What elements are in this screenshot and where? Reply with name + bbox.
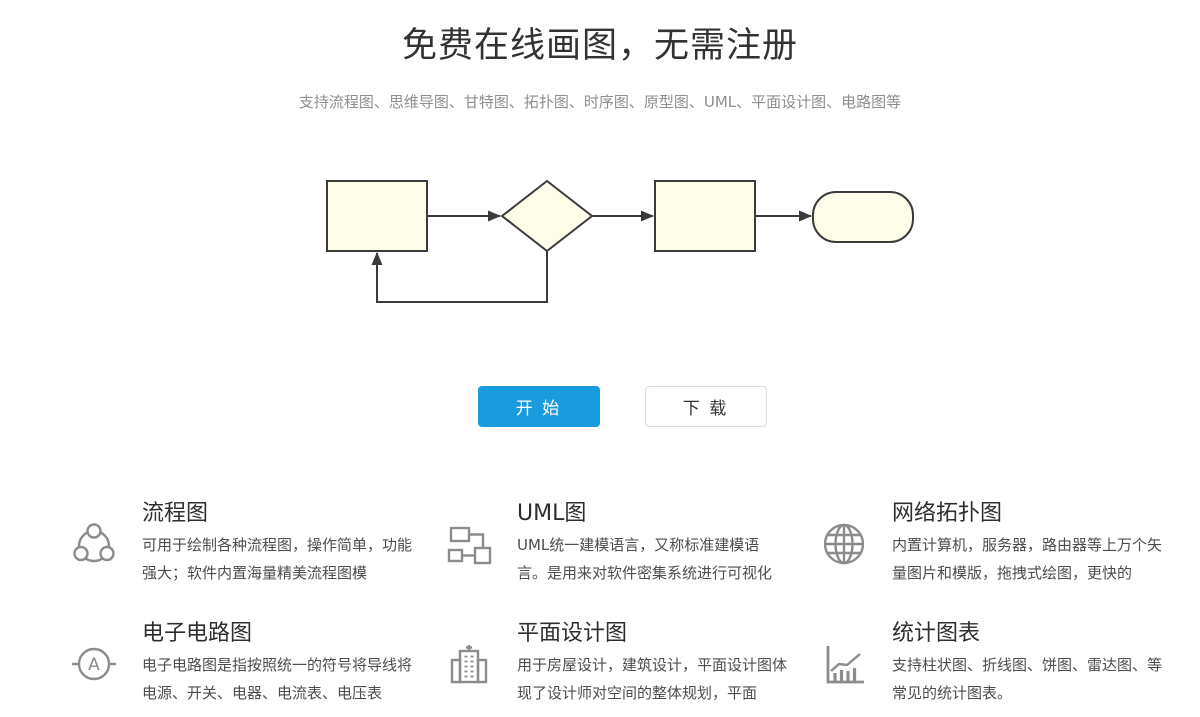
- ammeter-icon: A: [68, 638, 120, 690]
- share-nodes-icon: [68, 518, 120, 570]
- feature-description: 用于房屋设计，建筑设计，平面设计图体现了设计师对空间的整体规划，平面: [517, 656, 788, 702]
- feature-flowchart: 流程图 可用于绘制各种流程图，操作简单，功能强大；软件内置海量精美流程图模: [58, 501, 433, 587]
- feature-description: 可用于绘制各种流程图，操作简单，功能强大；软件内置海量精美流程图模: [142, 536, 413, 582]
- process-node-1: [326, 180, 428, 252]
- feature-network-topology: 网络拓扑图 内置计算机，服务器，路由器等上万个矢量图片和模版，拖拽式绘图，更快的: [808, 501, 1183, 587]
- flowchart-preview-image: [320, 150, 940, 320]
- feature-description: 支持柱状图、折线图、饼图、雷达图、等常见的统计图表。: [892, 656, 1163, 702]
- feature-description: 电子电路图是指按照统一的符号将导线将电源、开关、电器、电流表、电压表: [142, 656, 413, 702]
- feature-title: 统计图表: [892, 621, 981, 646]
- terminator-node: [812, 191, 914, 243]
- hero-section: 免费在线画图，无需注册 支持流程图、思维导图、甘特图、拓扑图、时序图、原型图、U…: [22, 26, 1200, 427]
- page-subtitle: 支持流程图、思维导图、甘特图、拓扑图、时序图、原型图、UML、平面设计图、电路图…: [298, 93, 902, 111]
- feature-floor-plan: 平面设计图 用于房屋设计，建筑设计，平面设计图体现了设计师对空间的整体规划，平面: [433, 621, 808, 707]
- download-button[interactable]: 下 载: [644, 386, 767, 427]
- decision-node: [500, 179, 594, 253]
- ammeter-letter: A: [88, 655, 100, 675]
- feedback-loop-connector: [371, 251, 548, 303]
- cta-button-row: 开 始 下 载: [22, 386, 1200, 427]
- feature-description: 内置计算机，服务器，路由器等上万个矢量图片和模版，拖拽式绘图，更快的: [892, 536, 1163, 582]
- feature-title: 网络拓扑图: [892, 501, 1003, 526]
- building-icon: [443, 638, 495, 690]
- feature-description: UML统一建模语言，又称标准建模语言。是用来对软件密集系统进行可视化: [517, 536, 773, 582]
- globe-icon: [818, 518, 870, 570]
- feature-circuit: A 电子电路图 电子电路图是指按照统一的符号将导线将电源、开关、电器、电流表、电…: [58, 621, 433, 707]
- feature-title: 电子电路图: [142, 621, 253, 646]
- feature-title: 平面设计图: [517, 621, 628, 646]
- feature-statistics-chart: 统计图表 支持柱状图、折线图、饼图、雷达图、等常见的统计图表。: [808, 621, 1183, 707]
- uml-boxes-icon: [443, 518, 495, 570]
- feature-title: 流程图: [142, 501, 209, 526]
- feature-title: UML图: [517, 501, 587, 526]
- start-button[interactable]: 开 始: [477, 386, 600, 427]
- page-title: 免费在线画图，无需注册: [401, 26, 798, 66]
- flowchart-svg: [326, 179, 914, 303]
- bar-line-chart-icon: [818, 638, 870, 690]
- features-grid: 流程图 可用于绘制各种流程图，操作简单，功能强大；软件内置海量精美流程图模 UM…: [58, 501, 1200, 707]
- feature-uml: UML图 UML统一建模语言，又称标准建模语言。是用来对软件密集系统进行可视化: [433, 501, 808, 587]
- process-node-2: [654, 180, 756, 252]
